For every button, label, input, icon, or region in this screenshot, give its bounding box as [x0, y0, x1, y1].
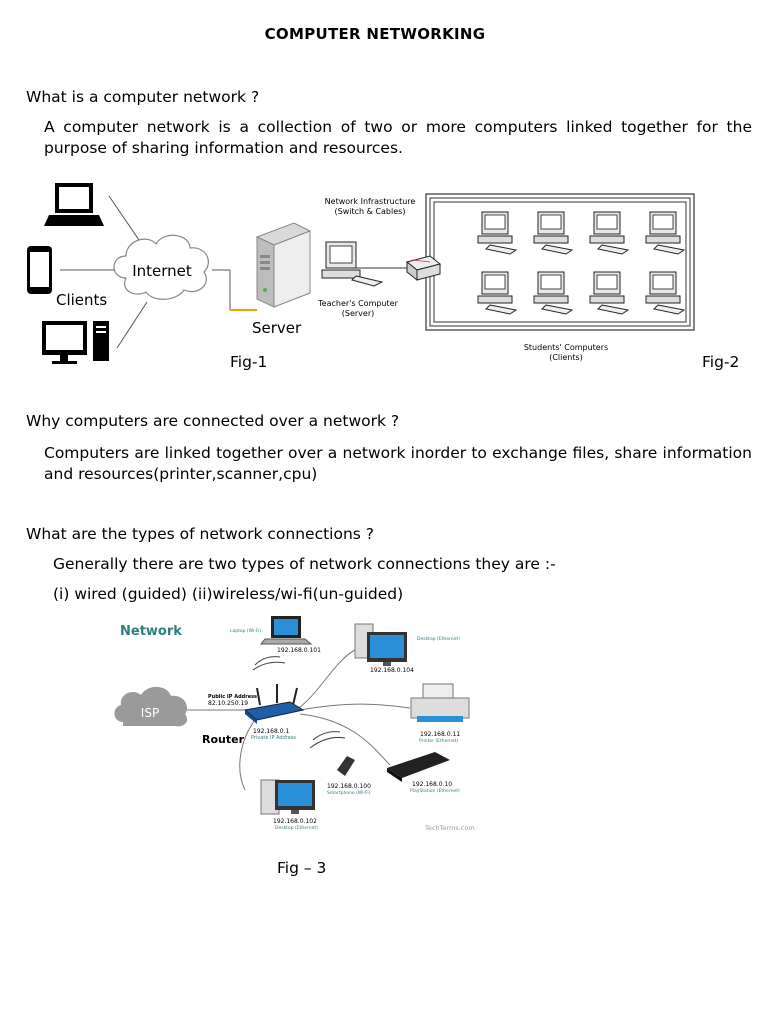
- desktop-ethernet-icon-2: [260, 779, 315, 815]
- student-computer-icon: [589, 271, 630, 315]
- answer-1: A computer network is a collection of tw…: [44, 118, 752, 157]
- public-ip: 82.10.250.19: [208, 700, 248, 707]
- student-computer-icon: [533, 271, 574, 315]
- student-computer-icon: [589, 211, 630, 255]
- desktop1-ip: 192.168.0.104: [370, 667, 414, 674]
- network-title: Network: [120, 624, 182, 639]
- teacher-label-2: (Server): [342, 309, 374, 318]
- router-ip: 192.168.0.1: [253, 728, 289, 735]
- fig1-caption: Fig-1: [230, 353, 268, 371]
- playstation-ip: 192.168.0.10: [412, 781, 452, 788]
- router-icon: [243, 684, 305, 724]
- private-ip-label: Private IP Address: [251, 735, 296, 741]
- smartphone-icon: [337, 756, 355, 776]
- fig3-diagram: Network ISP Public IP Address 82.10.250.…: [114, 616, 475, 832]
- infra-label-2: (Switch & Cables): [335, 207, 406, 216]
- student-computer-icon: [533, 211, 574, 255]
- fig2-diagram: Network Infrastructure (Switch & Cables)…: [317, 193, 695, 362]
- desktop2-label: Desktop (Ethernet): [275, 825, 318, 831]
- smartphone-icon: [27, 246, 52, 294]
- playstation-label: PlayStation (Ethernet): [410, 788, 460, 794]
- printer-label: Printer (Ethernet): [419, 738, 459, 744]
- fig1-server: Server: [212, 222, 312, 337]
- public-ip-label: Public IP Address: [208, 694, 257, 700]
- laptop-ip: 192.168.0.101: [277, 647, 321, 654]
- isp-cloud-icon: [114, 686, 188, 727]
- smartphone-label: Smartphone (Wi-Fi): [327, 790, 371, 796]
- fig2-caption: Fig-2: [702, 353, 740, 371]
- student-computer-icon: [477, 271, 518, 315]
- student-computer-icon: [477, 211, 518, 255]
- fig1-diagram: Internet Clients: [27, 183, 227, 364]
- desktop2-ip: 192.168.0.102: [273, 818, 317, 825]
- fig3-caption: Fig – 3: [277, 859, 327, 877]
- desktop1-label: Desktop (Ethernet): [417, 636, 460, 642]
- laptop-icon: [44, 183, 104, 226]
- students-label-1: Students' Computers: [524, 343, 608, 352]
- internet-label: Internet: [132, 262, 192, 280]
- teacher-computer-icon: [321, 241, 384, 287]
- answer-3: Generally there are two types of network…: [53, 555, 556, 573]
- playstation-icon: [387, 752, 450, 782]
- student-computer-icon: [645, 271, 686, 315]
- laptop-label: Laptop (Wi-Fi): [230, 628, 261, 634]
- question-1: What is a computer network ?: [26, 88, 260, 106]
- clients-label: Clients: [56, 291, 107, 309]
- question-2: Why computers are connected over a netwo…: [26, 412, 400, 430]
- students-label-2: (Clients): [549, 353, 583, 362]
- isp-label: ISP: [141, 706, 159, 720]
- types-line: (i) wired (guided) (ii)wireless/wi-fi(un…: [53, 585, 404, 603]
- server-tower-icon: [255, 222, 312, 308]
- laptop-icon: [259, 616, 313, 645]
- infra-label-1: Network Infrastructure: [325, 197, 416, 206]
- internet-cloud-icon: [113, 234, 209, 300]
- answer-2: Computers are linked together over a net…: [44, 444, 752, 483]
- watermark: TechTerms.com: [424, 824, 475, 832]
- network-switch-icon: [405, 255, 442, 282]
- router-label: Router: [202, 733, 245, 746]
- smartphone-ip: 192.168.0.100: [327, 783, 371, 790]
- desktop-ethernet-icon: [354, 623, 407, 666]
- server-label: Server: [252, 319, 302, 337]
- page-title: COMPUTER NETWORKING: [264, 25, 486, 43]
- printer-ip: 192.168.0.11: [420, 731, 460, 738]
- printer-icon: [410, 683, 470, 722]
- teacher-label-1: Teacher's Computer: [317, 299, 398, 308]
- question-3: What are the types of network connection…: [26, 525, 375, 543]
- student-computer-icon: [645, 211, 686, 255]
- desktop-icon: [42, 321, 109, 364]
